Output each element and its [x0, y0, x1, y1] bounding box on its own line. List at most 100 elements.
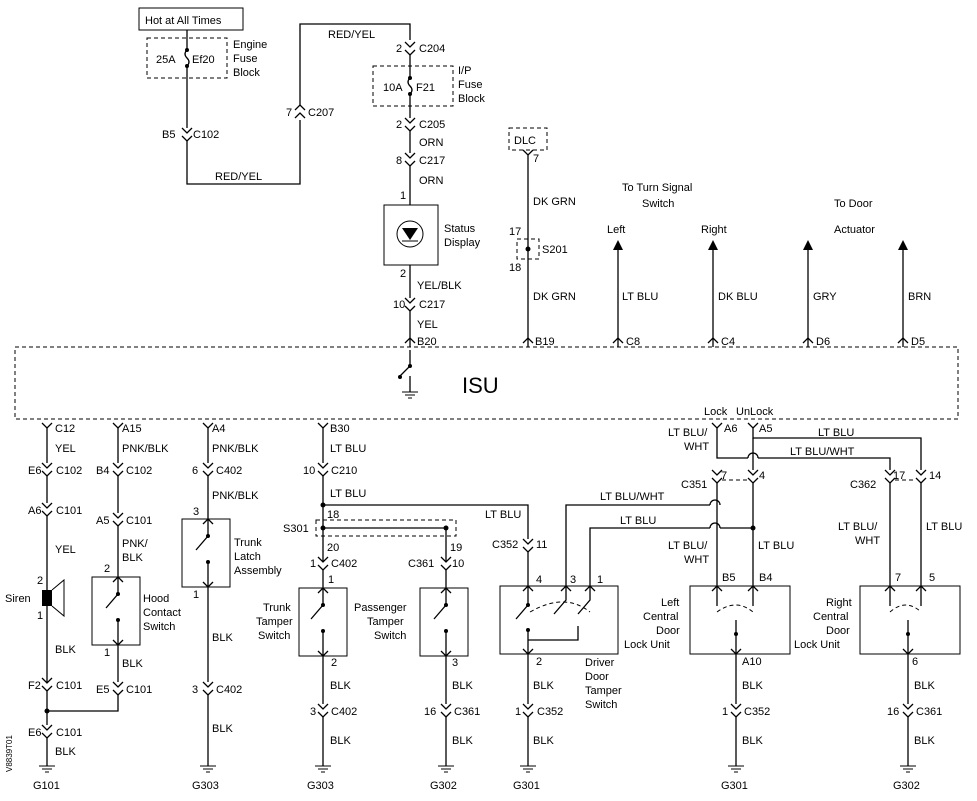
svg-text:LT BLU: LT BLU	[758, 540, 794, 552]
svg-text:BLK: BLK	[212, 632, 233, 644]
svg-text:PNK/BLK: PNK/BLK	[212, 490, 259, 502]
engine-fuse-id: Ef20	[192, 54, 215, 66]
svg-text:3: 3	[310, 706, 316, 718]
svg-text:LT BLU: LT BLU	[330, 488, 366, 500]
svg-text:Right: Right	[826, 597, 852, 609]
svg-text:3: 3	[452, 657, 458, 669]
svg-text:BLK: BLK	[533, 735, 554, 747]
svg-text:16: 16	[424, 706, 436, 718]
ground-g303-icon	[200, 765, 216, 773]
svg-text:BLK: BLK	[533, 680, 554, 692]
svg-text:1: 1	[328, 574, 334, 586]
svg-text:LT BLU/: LT BLU/	[668, 427, 708, 439]
s301-splice-box	[315, 519, 457, 537]
svg-text:10: 10	[393, 299, 405, 311]
svg-text:DLC: DLC	[514, 135, 536, 147]
svg-text:C101: C101	[126, 684, 152, 696]
engine-fuse-name-2: Fuse	[233, 53, 257, 65]
svg-text:C402: C402	[216, 465, 242, 477]
svg-text:Latch: Latch	[234, 551, 261, 563]
svg-text:10: 10	[452, 558, 464, 570]
svg-text:C402: C402	[216, 684, 242, 696]
svg-text:BLK: BLK	[122, 552, 143, 564]
svg-text:Tamper: Tamper	[367, 616, 404, 628]
wire-red-yel-bottom: RED/YEL	[215, 171, 262, 183]
svg-text:PNK/BLK: PNK/BLK	[122, 443, 169, 455]
svg-text:ORN: ORN	[419, 175, 444, 187]
svg-text:Central: Central	[813, 611, 848, 623]
svg-text:Lock: Lock	[704, 406, 728, 418]
svg-text:1: 1	[104, 647, 110, 659]
svg-text:4: 4	[759, 470, 765, 482]
c204-label: C204	[419, 43, 445, 55]
svg-text:D6: D6	[816, 336, 830, 348]
svg-text:ORN: ORN	[419, 137, 444, 149]
ground-g301-icon	[520, 765, 536, 773]
svg-text:C352: C352	[492, 539, 518, 551]
svg-text:7: 7	[533, 153, 539, 165]
svg-text:Status: Status	[444, 223, 476, 235]
svg-text:G302: G302	[430, 780, 457, 792]
ground-g301b-icon	[728, 765, 744, 773]
svg-text:20: 20	[327, 542, 339, 554]
svg-text:Left: Left	[607, 224, 625, 236]
svg-text:C352: C352	[537, 706, 563, 718]
arrow-left-icon	[613, 240, 623, 250]
dlc-box	[508, 127, 548, 151]
svg-text:C402: C402	[331, 558, 357, 570]
arrow-right-icon	[708, 240, 718, 250]
svg-text:Door: Door	[585, 671, 609, 683]
svg-text:Switch: Switch	[374, 630, 406, 642]
svg-text:E6: E6	[28, 465, 41, 477]
c205-label: C205	[419, 119, 445, 131]
svg-text:BLK: BLK	[55, 644, 76, 656]
c102-label: C102	[193, 129, 219, 141]
svg-text:Hood: Hood	[143, 593, 169, 605]
svg-text:BLK: BLK	[914, 735, 935, 747]
svg-text:Lock Unit: Lock Unit	[624, 639, 670, 651]
svg-text:C352: C352	[744, 706, 770, 718]
svg-text:18: 18	[327, 509, 339, 521]
c207-label: C207	[308, 107, 334, 119]
ip-fuse-rating: 10A	[383, 82, 403, 94]
svg-text:Driver: Driver	[585, 657, 615, 669]
svg-text:A5: A5	[759, 423, 772, 435]
svg-text:17: 17	[509, 226, 521, 238]
svg-text:14: 14	[929, 470, 941, 482]
ip-fuse-symbol	[407, 66, 413, 106]
svg-text:C12: C12	[55, 423, 75, 435]
svg-text:LT BLU: LT BLU	[620, 515, 656, 527]
svg-text:BRN: BRN	[908, 291, 931, 303]
svg-text:18: 18	[509, 262, 521, 274]
svg-text:C361: C361	[408, 558, 434, 570]
svg-text:3: 3	[192, 684, 198, 696]
engine-fuse-block-outline	[146, 37, 228, 79]
svg-text:Door: Door	[826, 625, 850, 637]
svg-text:10: 10	[303, 465, 315, 477]
svg-text:F2: F2	[28, 680, 41, 692]
ground-g302b-icon	[900, 765, 916, 773]
svg-text:1: 1	[515, 706, 521, 718]
svg-text:Block: Block	[458, 93, 485, 105]
svg-text:3: 3	[193, 506, 199, 518]
arrow-actuator-2-icon	[898, 240, 908, 250]
svg-text:B19: B19	[535, 336, 555, 348]
svg-text:PNK/BLK: PNK/BLK	[212, 443, 259, 455]
svg-text:LT BLU: LT BLU	[622, 291, 658, 303]
svg-text:LT BLU/: LT BLU/	[838, 521, 878, 533]
isu-ground-icon	[402, 391, 418, 399]
svg-text:LT BLU: LT BLU	[330, 443, 366, 455]
svg-text:Passenger: Passenger	[354, 602, 407, 614]
svg-text:Fuse: Fuse	[458, 79, 482, 91]
svg-text:1: 1	[310, 558, 316, 570]
svg-text:C361: C361	[454, 706, 480, 718]
svg-text:17: 17	[893, 470, 905, 482]
svg-text:Tamper: Tamper	[256, 616, 293, 628]
engine-fuse-rating: 25A	[156, 54, 176, 66]
svg-text:Door: Door	[656, 625, 680, 637]
svg-text:Central: Central	[643, 611, 678, 623]
svg-text:16: 16	[887, 706, 899, 718]
isu-module-box	[14, 346, 959, 420]
svg-text:11: 11	[536, 539, 547, 551]
